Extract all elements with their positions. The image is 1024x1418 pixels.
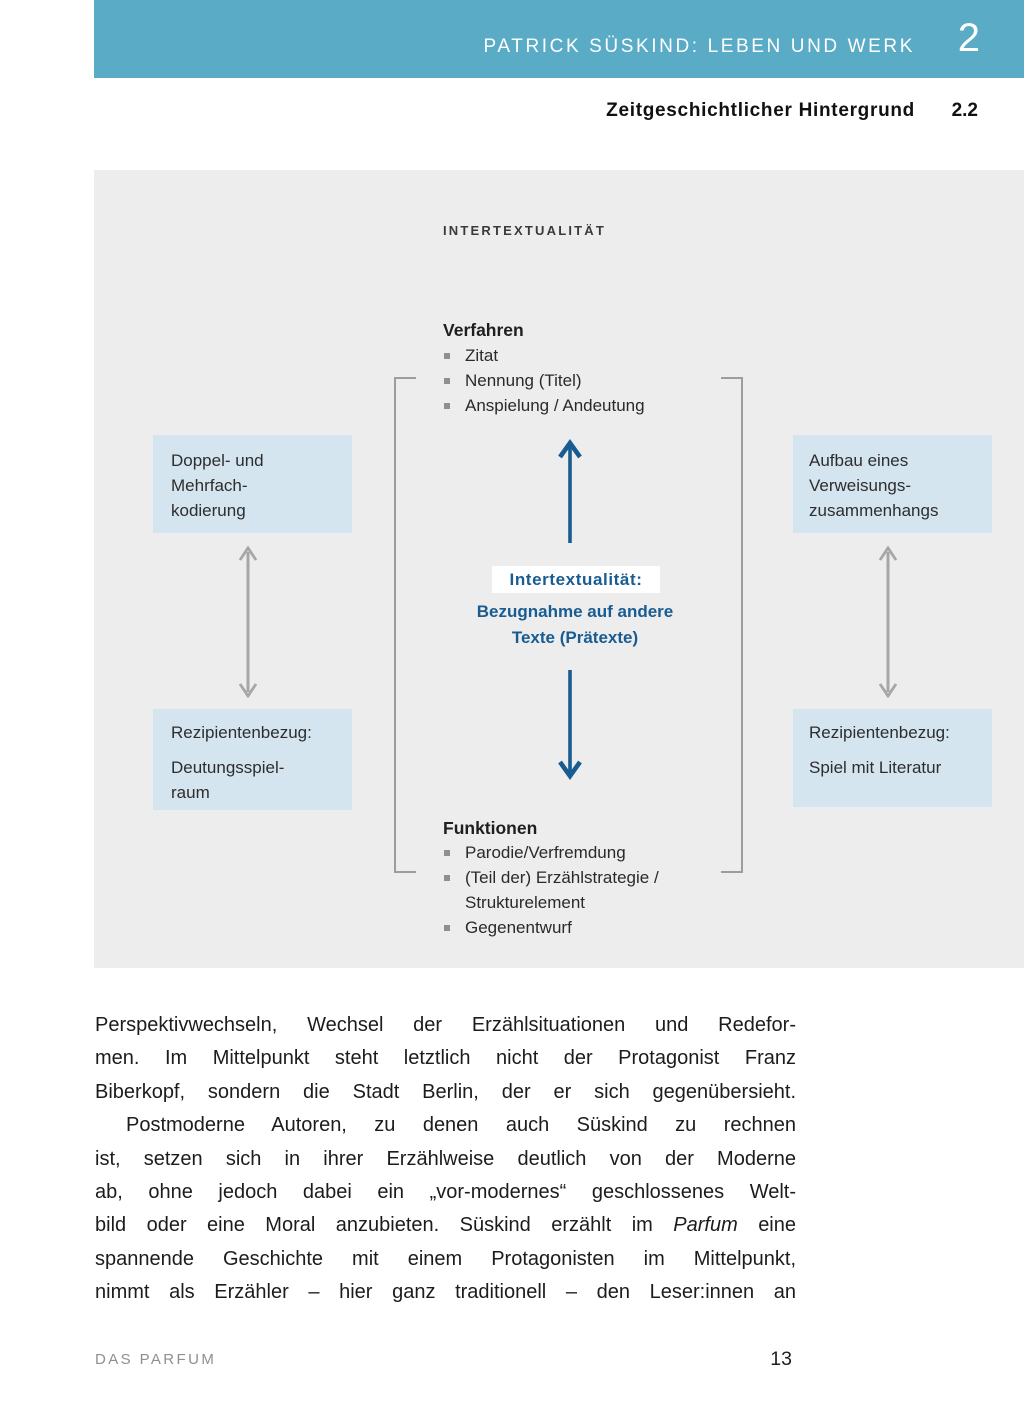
square-bullet-icon: [444, 925, 450, 931]
body-line: Postmoderne Autoren, zu denen auch Süski…: [126, 1114, 796, 1137]
funktionen-item: Parodie/Verfremdung: [444, 843, 626, 863]
funktionen-item-label: Strukturelement: [465, 893, 585, 912]
funktionen-item-label: Parodie/Verfremdung: [465, 843, 626, 862]
funktionen-item-label: (Teil der) Erzählstrategie /: [465, 868, 659, 887]
book-title-italic: Parfum: [673, 1214, 738, 1237]
box-line: Spiel mit Literatur: [809, 758, 942, 777]
right-bracket: [721, 377, 743, 873]
section-number: 2.2: [951, 100, 978, 121]
body-line: bild oder eine Moral anzubieten. Süskind…: [95, 1209, 796, 1242]
verfahren-item-label: Anspielung / Andeutung: [465, 396, 645, 415]
square-bullet-icon: [444, 378, 450, 384]
body-line: men. Im Mittelpunkt steht letztlich nich…: [95, 1047, 796, 1070]
body-line: ab, ohne jedoch dabei ein „vor-modernes“…: [95, 1181, 796, 1204]
verfahren-item-label: Nennung (Titel): [465, 371, 582, 390]
box-line: Doppel- und: [171, 451, 264, 470]
body-line: spannende Geschichte mit einem Protagoni…: [95, 1247, 796, 1270]
body-paragraph: Perspektivwechseln, Wechsel der Erzählsi…: [95, 1009, 796, 1310]
funktionen-item: Gegenentwurf: [444, 918, 572, 938]
body-line-segment: eine: [758, 1214, 796, 1237]
funktionen-heading: Funktionen: [443, 818, 538, 838]
verfahren-item: Nennung (Titel): [444, 371, 582, 391]
funktionen-item: (Teil der) Erzählstrategie /: [444, 868, 659, 888]
description-line: Texte (Prätexte): [511, 628, 639, 647]
box-heading: Rezipientenbezug:: [171, 723, 312, 742]
square-bullet-icon: [444, 403, 450, 409]
box-doppel-mehrfachkodierung: Doppel- und Mehrfach- kodierung: [153, 435, 352, 533]
square-bullet-icon: [444, 875, 450, 881]
box-line: raum: [171, 783, 210, 802]
verfahren-item-label: Zitat: [465, 346, 499, 365]
verfahren-item: Anspielung / Andeutung: [444, 396, 645, 416]
funktionen-item-continuation: Strukturelement: [465, 893, 585, 913]
box-line: Verweisungs-: [809, 476, 912, 495]
verfahren-heading: Verfahren: [443, 320, 524, 340]
section-title: Zeitgeschichtlicher Hintergrund: [606, 100, 915, 121]
box-heading: Rezipientenbezug:: [809, 723, 950, 742]
description-line: Bezugnahme auf andere: [476, 602, 674, 621]
box-line: kodierung: [171, 501, 246, 520]
blue-down-arrow-icon: [557, 668, 583, 785]
box-line: Mehrfach-: [171, 476, 248, 495]
body-line-segment: bild oder eine Moral anzubieten. Süskind…: [95, 1214, 653, 1237]
box-line: Aufbau eines: [809, 451, 909, 470]
box-verweisungszusammenhang: Aufbau eines Verweisungs- zusammenhangs: [793, 435, 992, 533]
box-line: zusammenhangs: [809, 501, 939, 520]
chapter-title: PATRICK SÜSKIND: LEBEN UND WERK: [483, 36, 915, 57]
blue-up-arrow-icon: [557, 439, 583, 550]
body-line: Perspektivwechseln, Wechsel der Erzählsi…: [95, 1014, 796, 1036]
square-bullet-icon: [444, 353, 450, 359]
gray-double-arrow-icon: [876, 544, 900, 705]
box-line: Deutungsspiel-: [171, 758, 285, 777]
box-rezipientenbezug-deutungsspielraum: Rezipientenbezug: Deutungsspiel- raum: [153, 709, 352, 810]
chapter-number: 2: [957, 16, 980, 60]
funktionen-item-label: Gegenentwurf: [465, 918, 572, 937]
left-bracket: [394, 377, 416, 873]
page-number: 13: [770, 1348, 792, 1370]
running-book-title: DAS PARFUM: [95, 1351, 217, 1368]
body-line: Biberkopf, sondern die Stadt Berlin, der…: [95, 1080, 796, 1103]
body-line: ist, setzen sich in ihrer Erzählweise de…: [95, 1147, 796, 1170]
body-line: nimmt als Erzähler – hier ganz tradition…: [95, 1281, 796, 1304]
verfahren-item: Zitat: [444, 346, 498, 366]
intertextuality-description: Bezugnahme auf andere Texte (Prätexte): [450, 599, 700, 651]
square-bullet-icon: [444, 850, 450, 856]
chapter-header-bar: PATRICK SÜSKIND: LEBEN UND WERK 2: [94, 0, 1024, 78]
intertextuality-label: Intertextualität:: [492, 566, 660, 593]
box-rezipientenbezug-spiel-mit-literatur: Rezipientenbezug: Spiel mit Literatur: [793, 709, 992, 807]
gray-double-arrow-icon: [236, 544, 260, 705]
diagram-title: INTERTEXTUALITÄT: [443, 223, 607, 238]
